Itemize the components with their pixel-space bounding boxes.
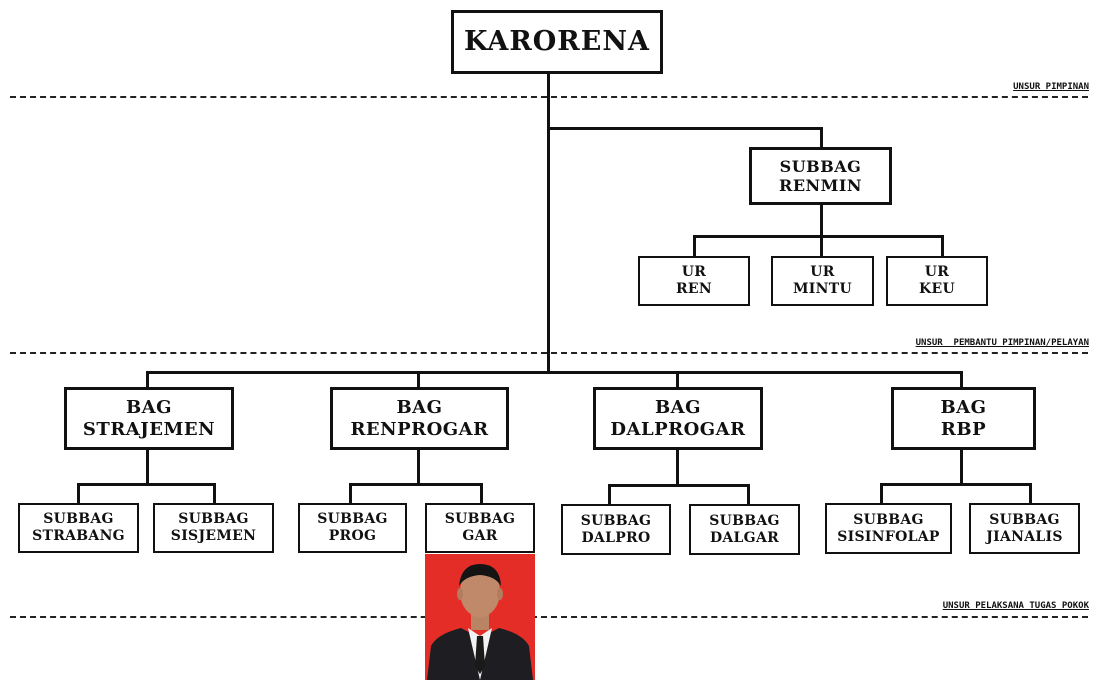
ur-mintu-line1: UR [810, 264, 835, 281]
connector-root-trunk [547, 73, 550, 374]
subbag-dalgar-box: SUBBAG DALGAR [689, 504, 800, 555]
connector-bag-dalprogar [676, 371, 679, 389]
bag-strajemen-box: BAG STRAJEMEN [64, 387, 234, 450]
ur-ren-box: UR REN [638, 256, 750, 306]
connector-strabang [77, 483, 80, 504]
subbag-sisinfolap-box: SUBBAG SISINFOLAP [825, 503, 952, 554]
connector-sisjemen [213, 483, 216, 504]
connector-renmin-down [820, 205, 823, 236]
connector-renprogar-down [417, 449, 420, 485]
bag-rbp-line2: RBP [940, 418, 987, 440]
subbag-dalgar-line1: SUBBAG [709, 512, 780, 529]
divider-pelaksana [10, 616, 1088, 618]
subbag-dalgar-line2: DALGAR [709, 529, 780, 546]
connector-units-bar [693, 235, 944, 238]
zone-label-pembantu: UNSUR PEMBANTU PIMPINAN/PELAYAN [915, 338, 1089, 348]
subbag-gar-box: SUBBAG GAR [425, 503, 535, 553]
bag-rbp-box: BAG RBP [891, 387, 1036, 450]
bag-dalprogar-line1: BAG [654, 396, 702, 418]
subbag-sisjemen-box: SUBBAG SISJEMEN [153, 503, 274, 553]
ur-ren-line2: REN [675, 281, 712, 297]
subbag-jianalis-line1: SUBBAG [989, 511, 1060, 528]
subbag-dalpro-line1: SUBBAG [580, 512, 652, 529]
zone-label-pelaksana: UNSUR PELAKSANA TUGAS POKOK [942, 601, 1089, 611]
subbag-gar-line2: GAR [462, 528, 498, 544]
bag-renprogar-line2: RENPROGAR [350, 418, 489, 440]
subbag-gar-line1: SUBBAG [444, 511, 516, 528]
connector-sisinfolap [880, 483, 883, 504]
subbag-strabang-box: SUBBAG STRABANG [18, 503, 139, 553]
ur-ren-line1: UR [681, 264, 707, 281]
subbag-sisinfolap-line2: SISINFOLAP [837, 528, 940, 545]
connector-dalprogar-down [676, 449, 679, 486]
zone-label-pimpinan: UNSUR PIMPINAN [1013, 82, 1089, 92]
karorena-label: KARORENA [464, 25, 650, 57]
subbag-renmin-box: SUBBAG RENMIN [749, 147, 892, 205]
connector-prog [349, 483, 352, 504]
bag-rbp-line1: BAG [940, 396, 987, 418]
connector-gar [480, 483, 483, 504]
connector-rbp-down [960, 449, 963, 485]
connector-bag-renprogar [417, 371, 420, 389]
subbag-strabang-line1: SUBBAG [43, 511, 114, 528]
karorena-box: KARORENA [451, 10, 663, 74]
subbag-sisinfolap-line1: SUBBAG [853, 511, 924, 528]
connector-dalprogar-bar [608, 484, 750, 487]
connector-strajemen-bar [77, 483, 216, 486]
renmin-line2: RENMIN [779, 176, 862, 195]
subbag-prog-line2: PROG [328, 528, 377, 544]
subbag-sisjemen-line1: SUBBAG [178, 511, 249, 528]
connector-unit-ren [693, 235, 696, 256]
subbag-dalpro-line2: DALPRO [581, 529, 651, 546]
subbag-strabang-line2: STRABANG [32, 528, 125, 544]
subbag-sisjemen-line2: SISJEMEN [170, 528, 257, 544]
ur-mintu-box: UR MINTU [771, 256, 874, 306]
connector-strajemen-down [146, 449, 149, 485]
bag-dalprogar-line2: DALPROGAR [610, 418, 746, 440]
bag-dalprogar-box: BAG DALPROGAR [593, 387, 763, 450]
connector-jianalis [1029, 483, 1032, 504]
person-silhouette-icon [427, 564, 533, 680]
connector-unit-mintu [820, 235, 823, 256]
connector-unit-keu [941, 235, 944, 256]
bag-renprogar-line1: BAG [396, 396, 443, 418]
connector-renmin-drop [820, 127, 823, 147]
subbag-prog-box: SUBBAG PROG [298, 503, 407, 553]
connector-renprogar-bar [349, 483, 483, 486]
connector-bags-bar [146, 371, 963, 374]
connector-bag-strajemen [146, 371, 149, 389]
official-portrait-photo [425, 554, 535, 680]
renmin-line1: SUBBAG [779, 156, 862, 176]
connector-dalgar [747, 484, 750, 505]
bag-strajemen-line2: STRAJEMEN [82, 418, 216, 440]
ur-keu-box: UR KEU [886, 256, 988, 306]
subbag-jianalis-box: SUBBAG JIANALIS [969, 503, 1080, 554]
connector-renmin-branch [547, 127, 823, 130]
subbag-prog-line1: SUBBAG [317, 511, 388, 528]
subbag-jianalis-line2: JIANALIS [986, 528, 1063, 545]
connector-rbp-bar [880, 483, 1032, 486]
subbag-dalpro-box: SUBBAG DALPRO [561, 504, 671, 555]
connector-bag-rbp [960, 371, 963, 389]
ur-mintu-line2: MINTU [793, 281, 852, 297]
bag-renprogar-box: BAG RENPROGAR [330, 387, 509, 450]
connector-dalpro [608, 484, 611, 505]
bag-strajemen-line1: BAG [125, 396, 173, 418]
ur-keu-line1: UR [924, 264, 950, 281]
ur-keu-line2: KEU [919, 281, 955, 297]
